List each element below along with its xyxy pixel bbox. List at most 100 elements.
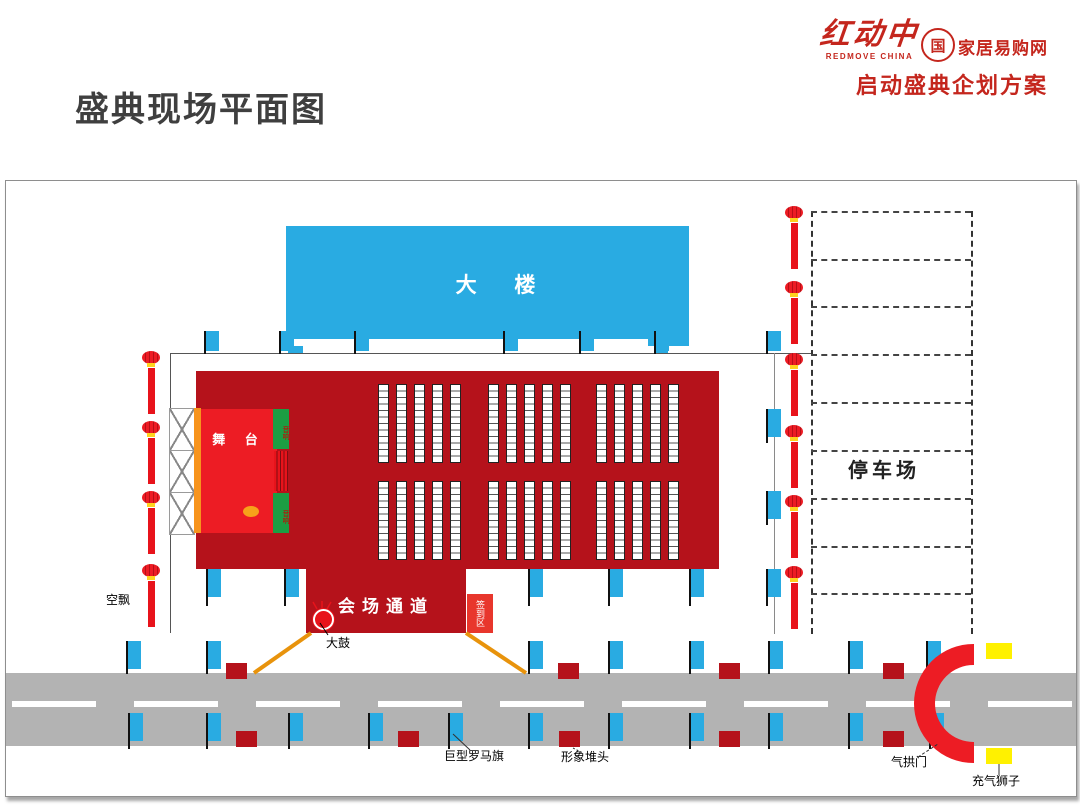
building-step xyxy=(291,339,361,346)
lantern-pole xyxy=(147,368,155,414)
flag-marker xyxy=(766,491,782,525)
flag-pole xyxy=(766,331,768,354)
flag-cloth xyxy=(850,713,863,741)
flag-pole xyxy=(768,713,770,749)
flag-pole xyxy=(766,491,768,525)
flag-cloth xyxy=(610,569,623,597)
flag-cloth xyxy=(208,713,221,741)
balloon-lantern xyxy=(785,206,803,269)
parking-border-top xyxy=(811,211,971,213)
flag-pole xyxy=(448,713,450,749)
seat-strip xyxy=(614,481,625,560)
brand-logo: 红动中 REDMOVE CHINA 国 家居易购网 启动盛典企划方案 xyxy=(818,18,1048,100)
flag-marker xyxy=(284,569,300,606)
flag-pole xyxy=(608,713,610,749)
flag-pole xyxy=(503,331,505,354)
seat-strip xyxy=(650,481,661,560)
seat-strip xyxy=(668,481,679,560)
flag-cloth xyxy=(290,713,303,741)
flag-marker xyxy=(608,713,624,749)
flag-cloth xyxy=(208,641,221,669)
drum xyxy=(313,609,334,630)
flag-marker xyxy=(528,569,544,606)
flag-pole xyxy=(654,331,656,354)
balloon-lantern xyxy=(142,491,160,554)
flag-marker xyxy=(288,713,304,749)
seat-strip xyxy=(542,481,553,560)
seat-strip xyxy=(506,384,517,463)
flag-pole xyxy=(766,569,768,606)
lantern-neck xyxy=(790,218,798,222)
building-step xyxy=(368,339,508,346)
flag-marker xyxy=(689,713,705,749)
balloon-label: 空飘 xyxy=(106,593,131,607)
flag-marker xyxy=(448,713,464,749)
brand-tagline: 启动盛典企划方案 xyxy=(855,73,1048,98)
lion-block-bottom xyxy=(986,748,1012,764)
flag-pole xyxy=(926,641,928,674)
brand-calligraphy: 红动中 xyxy=(818,18,921,51)
display-stack-block xyxy=(226,663,247,679)
seat-strip xyxy=(614,384,625,463)
display-stack-block xyxy=(236,731,257,747)
site-plan: 大 楼 会场通道 签到区 舞 台 演讲台 音响 音响 xyxy=(5,180,1077,797)
display-stack-block xyxy=(559,731,580,747)
lion-block-top xyxy=(986,643,1012,659)
seat-strip xyxy=(378,481,389,560)
lantern-neck xyxy=(147,363,155,367)
flag-marker xyxy=(689,641,705,674)
seat-strip xyxy=(596,481,607,560)
brand-english: REDMOVE CHINA xyxy=(825,52,914,61)
flag-pole xyxy=(279,331,281,354)
lantern-pole xyxy=(790,298,798,344)
balloon-lantern xyxy=(142,351,160,414)
flag-pole xyxy=(204,331,206,354)
flag-cloth xyxy=(530,569,543,597)
display-stack-block xyxy=(398,731,419,747)
flag-cloth xyxy=(770,713,783,741)
flag-cloth xyxy=(530,641,543,669)
seat-strip xyxy=(396,481,407,560)
flag-marker xyxy=(279,331,295,354)
lantern-neck xyxy=(147,433,155,437)
flag-cloth xyxy=(281,331,294,351)
flag-pole xyxy=(128,713,130,749)
flag-marker xyxy=(528,641,544,674)
stage: 舞 台 xyxy=(201,409,277,533)
flag-pole xyxy=(126,641,128,674)
flag-marker xyxy=(608,641,624,674)
flag-marker xyxy=(528,713,544,749)
balloon-lantern xyxy=(142,421,160,484)
lantern-neck xyxy=(147,503,155,507)
passage-label: 会场通道 xyxy=(338,597,434,616)
flag-pole xyxy=(206,713,208,749)
parking-divider xyxy=(811,450,971,452)
flag-cloth xyxy=(768,409,781,437)
flag-pole xyxy=(768,641,770,674)
seat-strip xyxy=(488,481,499,560)
display-stack-label: 形象堆头 xyxy=(561,750,610,764)
truss-column xyxy=(169,408,195,535)
parking-border-left xyxy=(811,211,813,634)
seat-strip xyxy=(632,384,643,463)
parking-divider xyxy=(811,498,971,500)
parking-divider xyxy=(811,546,971,548)
lantern-pole xyxy=(147,508,155,554)
stage-label: 舞 台 xyxy=(212,432,266,447)
building-label: 大 楼 xyxy=(455,274,552,297)
flag-cloth xyxy=(581,331,594,351)
flag-pole xyxy=(689,569,691,606)
flag-cloth xyxy=(610,641,623,669)
lantern-ball xyxy=(142,564,160,577)
parking-divider xyxy=(811,354,971,356)
parking-divider xyxy=(811,593,971,595)
flag-marker xyxy=(368,713,384,749)
seat-strip xyxy=(632,481,643,560)
seat-strip xyxy=(650,384,661,463)
flag-marker xyxy=(579,331,595,354)
air-arch xyxy=(914,644,974,763)
lantern-neck xyxy=(790,578,798,582)
lantern-neck xyxy=(147,576,155,580)
road-centerline xyxy=(6,701,1076,707)
